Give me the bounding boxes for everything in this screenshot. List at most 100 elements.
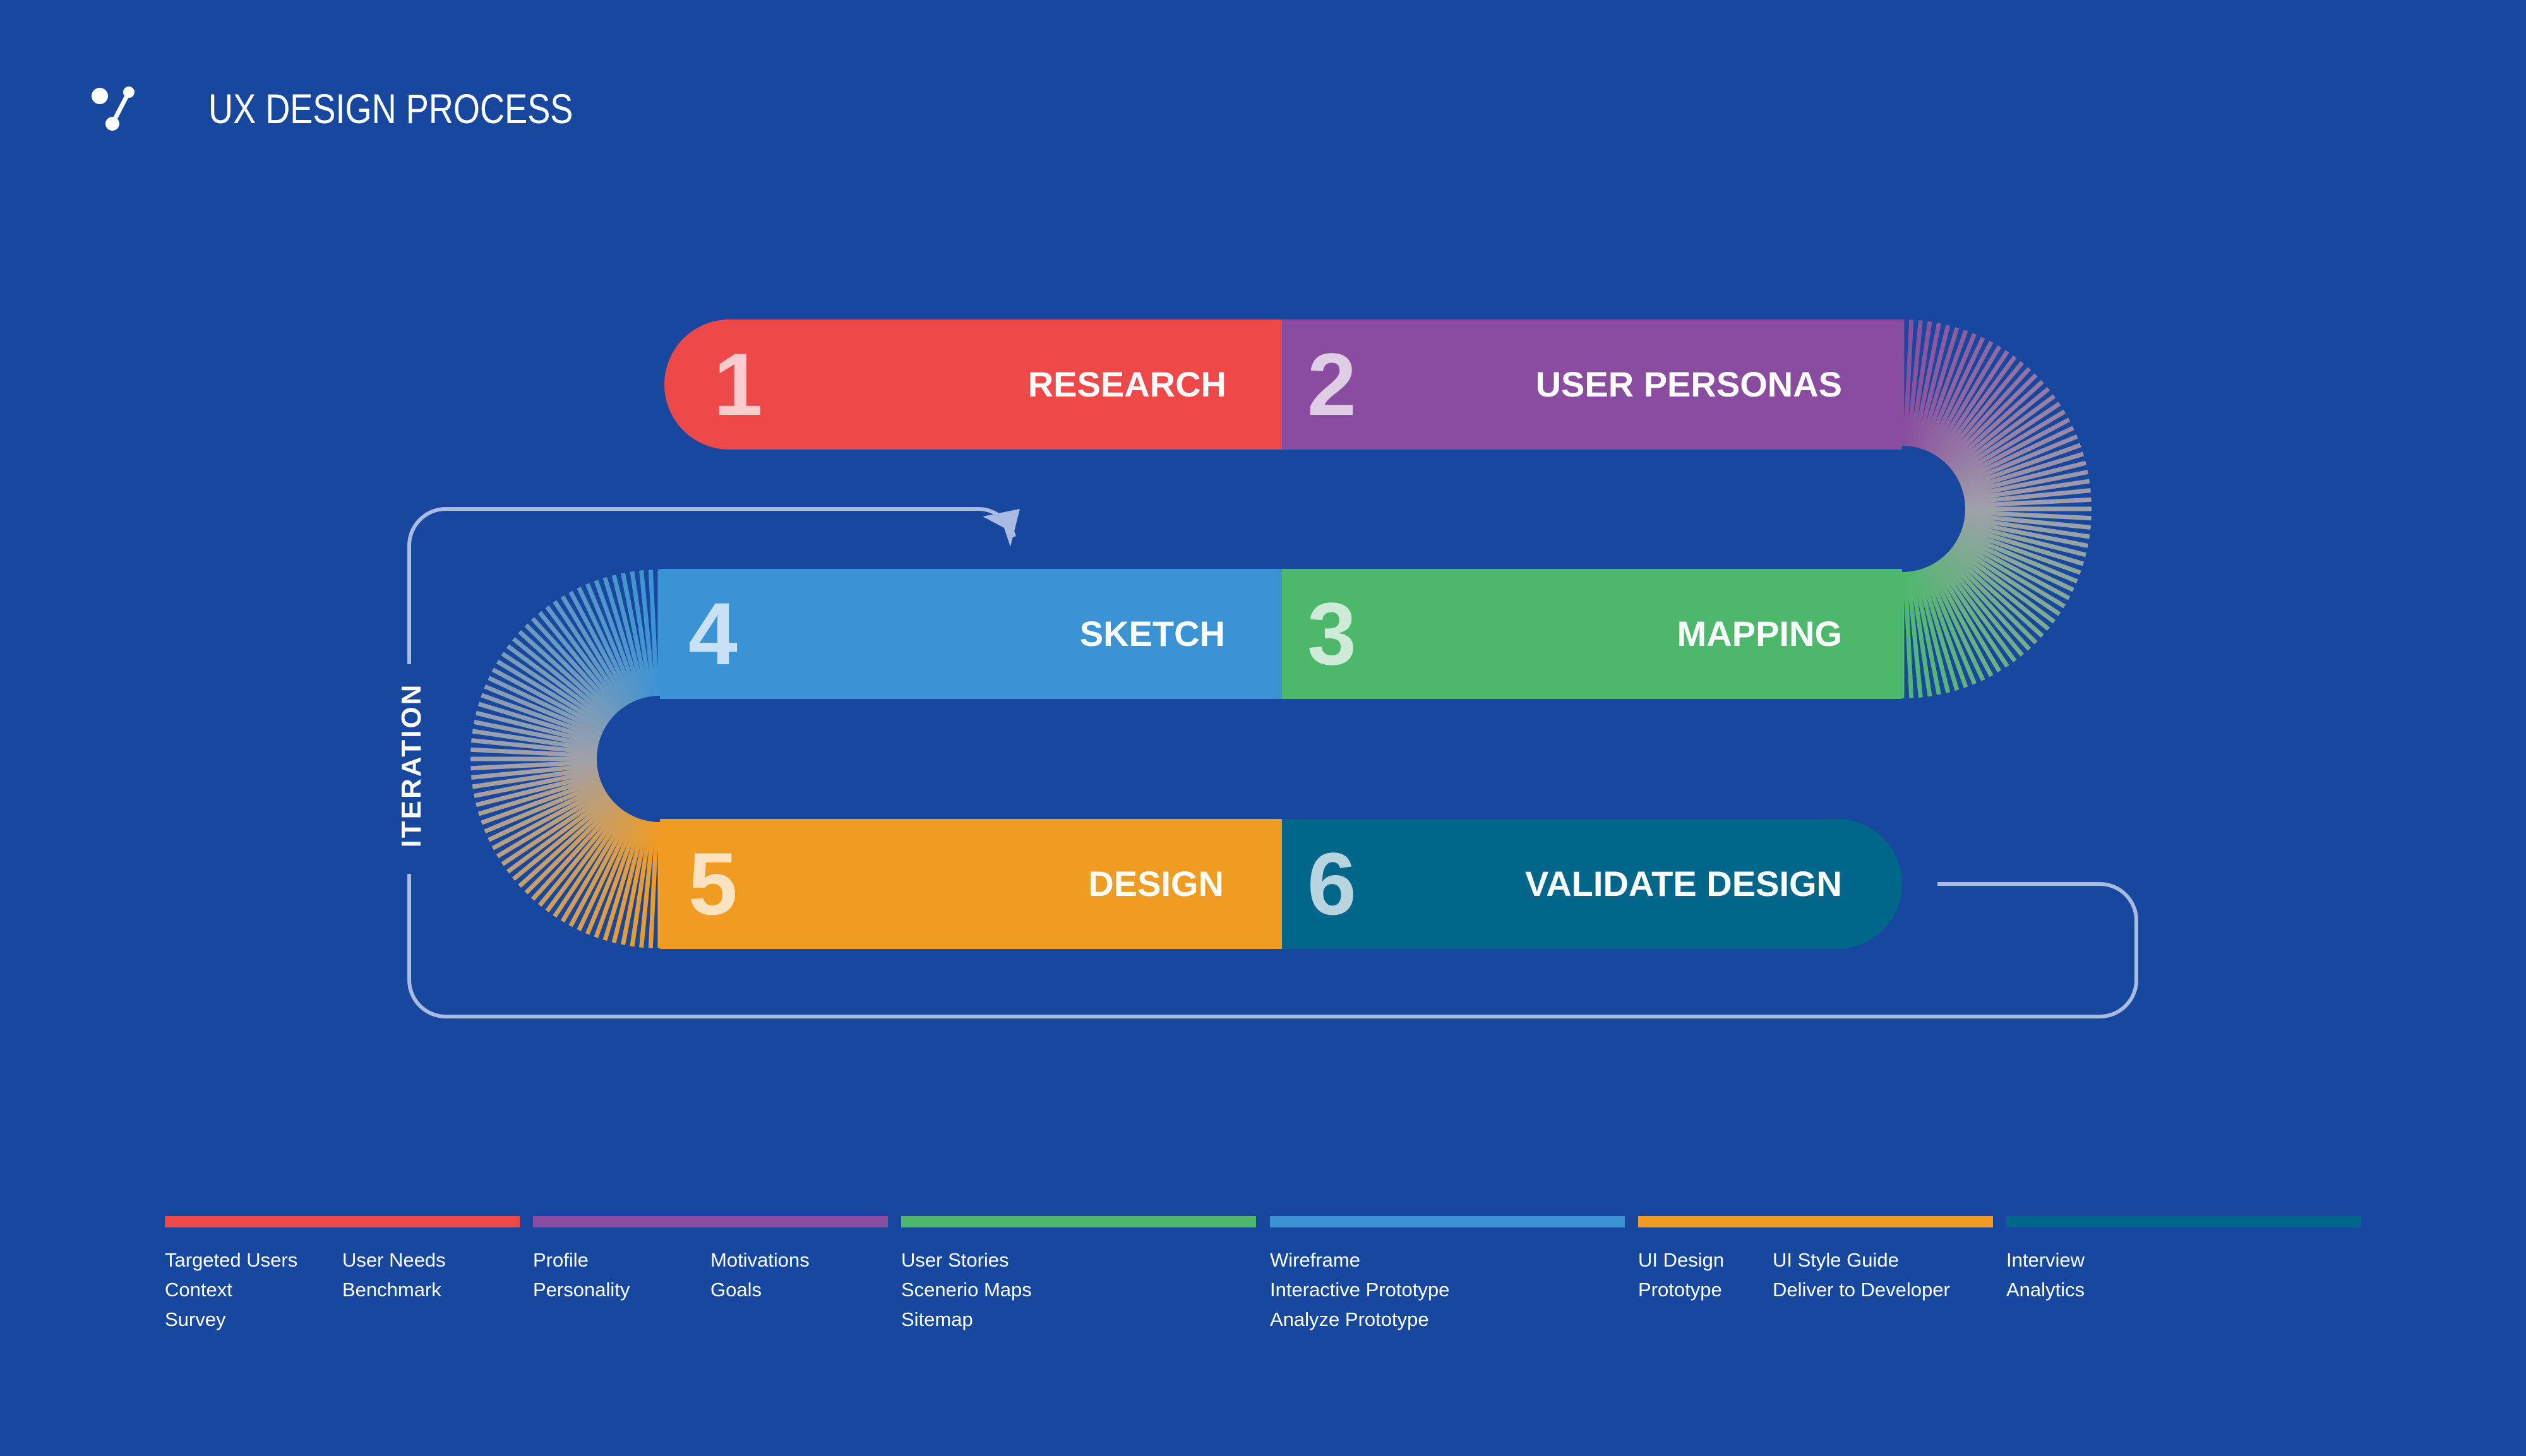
legend-item: Benchmark [342,1279,441,1301]
right-turn-stripe [1953,542,2061,616]
legend-item: Deliver to Developer [1773,1279,1950,1301]
right-turn-stripe [1956,537,2071,600]
left-turn-stripe [491,787,606,850]
left-turn-stripe [501,792,609,866]
left-turn-stripe [648,570,659,696]
legend-bar-personas [533,1216,888,1227]
left-turn-stripe [621,573,650,698]
right-turn-stripe [1935,350,2009,458]
step-number: 5 [688,834,738,933]
right-turn-stripe [1956,417,2071,481]
right-turn-stripe [1955,539,2066,609]
left-turn-stripe [639,570,656,696]
right-turn-stripe [1961,528,2081,575]
right-turn-stripe [1947,379,2044,468]
step-6[interactable]: 6 VALIDATE DESIGN [1282,819,1902,949]
left-turn-stripe [648,821,659,948]
legend-item: Sitemap [901,1308,973,1330]
legend-item: UI Style Guide [1773,1249,1899,1271]
left-turn-stripe [602,576,644,700]
step-label: VALIDATE DESIGN [1525,864,1842,904]
left-turn-stripe [545,605,625,710]
left-turn-stripe [518,630,615,719]
right-turn-stripe [1930,340,1994,455]
left-turn-stripe [639,821,656,948]
legend-item: Prototype [1638,1279,1722,1301]
left-turn-stripe [602,818,644,941]
right-turn-stripe [1903,319,1914,446]
legend-item: Analyze Prototype [1270,1308,1429,1330]
right-turn-stripe [1927,564,1985,681]
right-turn-stripe [1921,330,1968,450]
legend-list: UI Design Prototype [1638,1245,1724,1304]
legend-list: UI Style Guide Deliver to Developer [1773,1245,1950,1304]
step-2[interactable]: 2 USER PERSONAS [1282,319,1902,450]
iteration-label: ITERATION [396,683,427,848]
right-turn-stripe [1961,451,2085,493]
right-turn-stripe [1918,326,1960,450]
left-turn-stripe [471,763,597,780]
step-4[interactable]: 4 SKETCH [660,569,1282,699]
legend-item: Profile [533,1249,589,1271]
left-turn-stripe [553,810,627,918]
right-turn-stripe [1963,522,2086,558]
right-turn-stripe [1961,525,2085,566]
right-turn-stripe [1937,355,2017,460]
left-turn-stripe [506,644,611,724]
right-turn-stripe [1924,566,1977,685]
left-turn-stripe [477,701,601,743]
right-turn-stripe [1949,386,2050,471]
right-turn-stripe [1964,479,2090,502]
right-turn-stripe [1951,544,2056,624]
branch-node-icon [92,87,135,131]
right-turn-stripe [1965,497,2092,508]
left-turn-stripe [477,775,601,816]
step-1[interactable]: 1 RESEARCH [664,319,1282,450]
legend-list: User Needs Benchmark [342,1245,446,1304]
left-turn-stripe [512,797,613,881]
step-5[interactable]: 5 DESIGN [660,819,1282,949]
legend-list: Interview Analytics [2006,1245,2085,1304]
right-turn-stripe [1912,570,1941,695]
right-turn-stripe [1930,563,1994,677]
right-turn-stripe [1951,394,2056,474]
left-turn-stripe [611,575,647,698]
right-turn-stripe [1963,460,2086,496]
left-turn-stripe [560,595,630,706]
step-number: 2 [1307,335,1356,434]
left-turn-stripe [484,684,602,737]
left-turn-stripe [496,659,607,729]
legend-item: Interview [2006,1249,2085,1271]
step-1-shape [664,319,1282,450]
step-5-shape [660,819,1282,949]
legend-item: Targeted Users [165,1249,298,1271]
step-3[interactable]: 3 MAPPING [1282,569,1902,699]
right-turn-stripe [1906,320,1923,446]
step-number: 6 [1307,834,1356,933]
right-turn-stripe [1937,558,2017,663]
step-label: SKETCH [1079,614,1225,653]
right-turn-stripe [1965,513,2091,530]
step-number: 1 [714,335,763,434]
step-6-shape [1282,819,1902,949]
legend-item: Wireframe [1270,1249,1360,1271]
left-turn-stripe [630,821,653,947]
right-turn-stripe [1912,323,1941,448]
legend-item: Motivations [710,1249,810,1271]
legend-bar-research [165,1216,520,1227]
right-turn-stripe [1958,426,2074,484]
right-turn-stripe [1945,373,2038,466]
step-4-shape [660,569,1282,699]
left-turn-stripe [577,815,635,931]
right-turn-stripe [1940,361,2025,462]
legend-item: UI Design [1638,1249,1725,1271]
legend-list: Motivations Goals [710,1245,810,1304]
left-turn-stripe [568,813,632,928]
right-turn-stripe [1961,443,2081,490]
left-turn-stripe [611,820,647,943]
right-turn-stripe [1963,519,2088,548]
legend-bar-design [1638,1216,1993,1227]
legend-bar-mapping [901,1216,1256,1227]
step-number: 3 [1307,584,1356,683]
left-turn-stripe [476,772,599,808]
